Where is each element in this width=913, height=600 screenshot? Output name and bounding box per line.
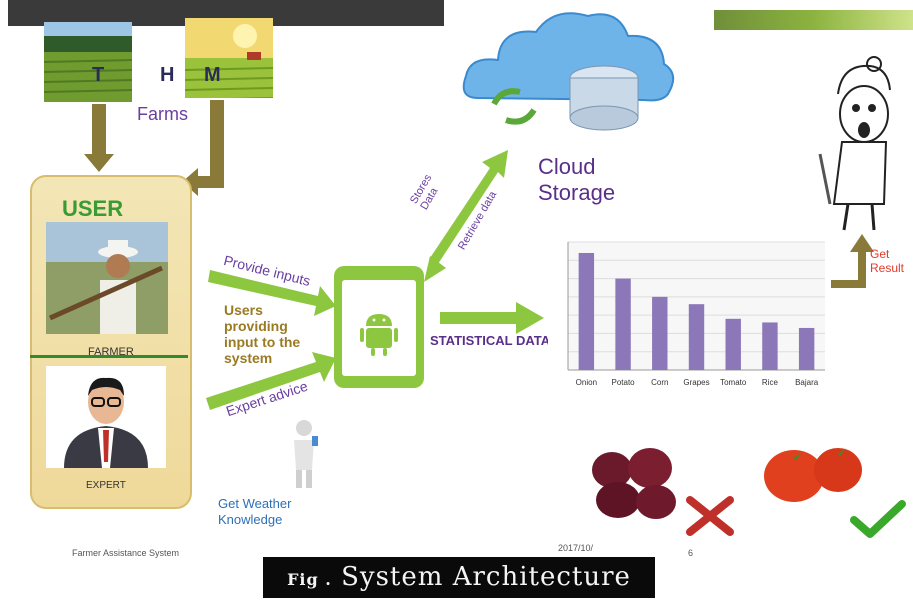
farm-letter-m: M [204,64,221,86]
phone-screen [342,280,416,376]
x-tick-label: Bajara [795,378,819,387]
user-title: USER [62,196,124,221]
x-tick-label: Potato [612,378,636,387]
farm-to-user-arrows [84,100,224,196]
bar-chart-svg: Onion Potato Corn Grapes Tomato Rice Bajara [548,236,831,396]
footer-date: 2017/10/ [558,543,594,553]
users-providing-label: Users providing input to the system [224,302,301,366]
bar-rice [762,322,778,370]
result-arrow [830,234,874,288]
x-tick-label: Corn [651,378,668,387]
bar-potato [615,278,631,370]
figure-caption: Fig . System Architecture [263,557,655,598]
get-result-label: Get Result [870,247,905,275]
check-icon [850,500,906,540]
top-green-bar [714,10,913,30]
footer-title: Farmer Assistance System [72,548,180,558]
caption-title: System Architecture [341,562,631,592]
expert-label: EXPERT [86,480,126,491]
farm-image-1 [44,22,132,102]
statistical-data-label: STATISTICAL DATA [430,333,551,348]
result-person-icon [808,54,906,236]
android-icon [360,314,398,356]
cloud-storage-label: Cloud Storage [538,154,616,205]
statistics-chart: Onion Potato Corn Grapes Tomato Rice Bajara [548,236,831,396]
tomato-image [762,440,864,504]
user-divider [30,355,188,358]
onion-image [588,442,680,522]
caption-background [263,557,655,598]
x-tick-label: Tomato [720,378,747,387]
bar-corn [652,296,668,370]
bar-onion [578,252,595,370]
farm-image-2 [185,18,273,98]
caption-prefix: Fig . [287,570,332,589]
cross-icon [684,494,736,538]
farms-label: Farms [137,104,188,124]
x-tick-label: Onion [576,378,597,387]
farm-letter-t: T [92,64,105,86]
farmer-photo [46,222,168,334]
bar-tomato [725,318,741,370]
cloud-storage-icon [458,2,684,140]
expert-photo [46,366,166,468]
x-tick-label: Rice [762,378,779,387]
bar-grapes [688,304,705,370]
bar-bajara [798,327,815,370]
weather-label: Get Weather Knowledge [218,496,292,527]
weather-person-icon [284,418,324,490]
footer-page-number: 6 [688,548,694,558]
farm-letter-h: H [160,64,175,86]
green-arrows [206,150,544,410]
x-tick-label: Grapes [683,378,709,387]
